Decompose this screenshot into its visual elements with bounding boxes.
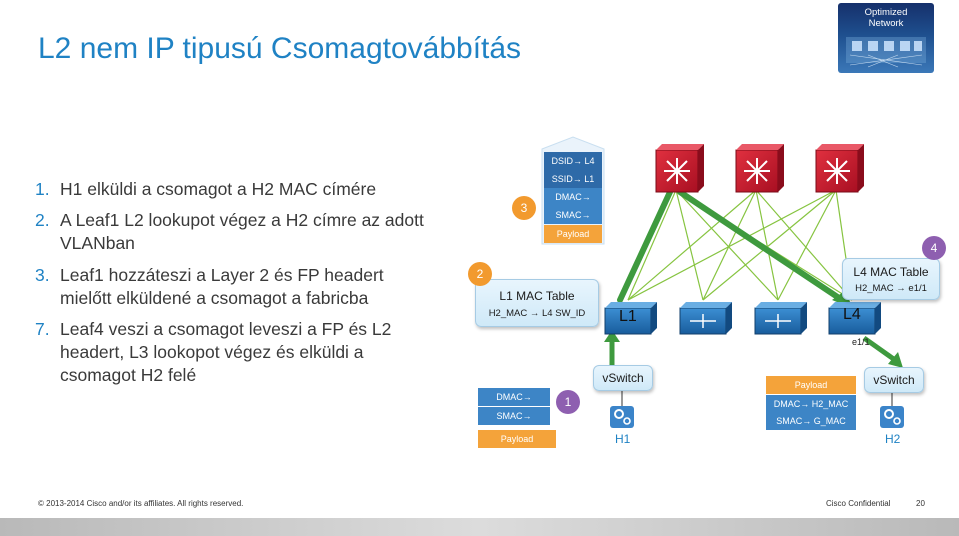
leaf-switch-l4 xyxy=(828,302,881,335)
arrow-down-head xyxy=(888,352,903,368)
logo-line1: Optimized xyxy=(864,7,908,18)
host-links xyxy=(621,390,893,406)
step-number: 1. xyxy=(35,179,50,199)
step-number: 7. xyxy=(35,319,50,339)
spine-switch-1 xyxy=(655,144,704,193)
l4-table-title: L4 MAC Table xyxy=(853,265,929,279)
h2-packet-dmac: DMAC→ H2_MAC xyxy=(766,395,856,413)
fp-header-dmac: DMAC→ H4_MAC xyxy=(544,188,602,220)
step-badge-1: 1 xyxy=(556,390,580,414)
step-number: 2. xyxy=(35,210,50,230)
network-logo-graphic xyxy=(846,37,926,68)
vswitch-left: vSwitch xyxy=(593,365,653,391)
leaf-switch-3 xyxy=(754,302,807,335)
spine-switch-2 xyxy=(735,144,784,193)
leaf-switch-2 xyxy=(679,302,732,335)
h2-packet-payload: Payload xyxy=(766,376,856,394)
packet-path xyxy=(617,189,845,303)
h1-packet-smac: SMAC→ H1_MAC xyxy=(478,407,550,439)
page-title: L2 nem IP tipusú Csomagtovábbítás xyxy=(38,32,522,65)
spine-switch-3 xyxy=(815,144,864,193)
page-number: 20 xyxy=(916,499,925,508)
step-text: H1 elküldi a csomagot a H2 MAC címére xyxy=(60,179,377,199)
footer-bar xyxy=(0,518,959,536)
h2-packet-smac: SMAC→ G_MAC xyxy=(766,412,856,430)
host-h1-label: H1 xyxy=(615,432,631,446)
l1-table-row: H2_MAC → L4 SW_ID xyxy=(488,308,586,319)
fp-header-dsid: DSID→ L4 xyxy=(544,152,602,170)
step-badge-4: 4 xyxy=(922,236,946,260)
leaf-switch-l1 xyxy=(604,302,657,335)
footer-copyright: © 2013-2014 Cisco and/or its affiliates.… xyxy=(38,499,244,508)
step-text: A Leaf1 L2 lookupot végez a H2 címre az … xyxy=(60,210,424,253)
fp-header-smac: SMAC→ H1_MAC xyxy=(544,206,602,238)
l4-table-row: H2_MAC → e1/1 xyxy=(855,283,927,294)
fp-header-ssid: SSID→ L1 xyxy=(544,170,602,188)
h1-packet-dmac: DMAC→ H2_MAC xyxy=(478,388,550,420)
step-badge-3: 3 xyxy=(512,196,536,220)
access-arrows xyxy=(609,335,897,365)
step-text: Leaf4 veszi a csomagot leveszi a FP és L… xyxy=(60,319,392,385)
host-h1-gear-icon xyxy=(610,406,634,428)
fp-payload: Payload xyxy=(544,225,602,243)
step-badge-2: 2 xyxy=(468,262,492,286)
footer-confidential: Cisco Confidential xyxy=(826,499,891,508)
l1-mac-table: L1 MAC Table H2_MAC → L4 SW_ID xyxy=(475,279,599,327)
step-text: Leaf1 hozzáteszi a Layer 2 és FP headert… xyxy=(60,265,384,308)
vswitch-right: vSwitch xyxy=(864,367,924,393)
leaf-l4-label: L4 xyxy=(843,306,861,323)
leaf-l1-label: L1 xyxy=(619,308,637,325)
optimized-network-logo: Optimized Network xyxy=(838,3,934,73)
port-label: e1/1 xyxy=(852,337,870,347)
host-h2-label: H2 xyxy=(885,432,901,446)
l4-mac-table: L4 MAC Table H2_MAC → e1/1 xyxy=(842,258,940,300)
arrow-up-head xyxy=(604,330,620,342)
host-h2-gear-icon xyxy=(880,406,904,428)
step-number: 3. xyxy=(35,265,50,285)
l1-table-title: L1 MAC Table xyxy=(499,289,575,303)
logo-line2: Network xyxy=(868,18,904,29)
h1-packet-payload: Payload xyxy=(478,430,556,448)
